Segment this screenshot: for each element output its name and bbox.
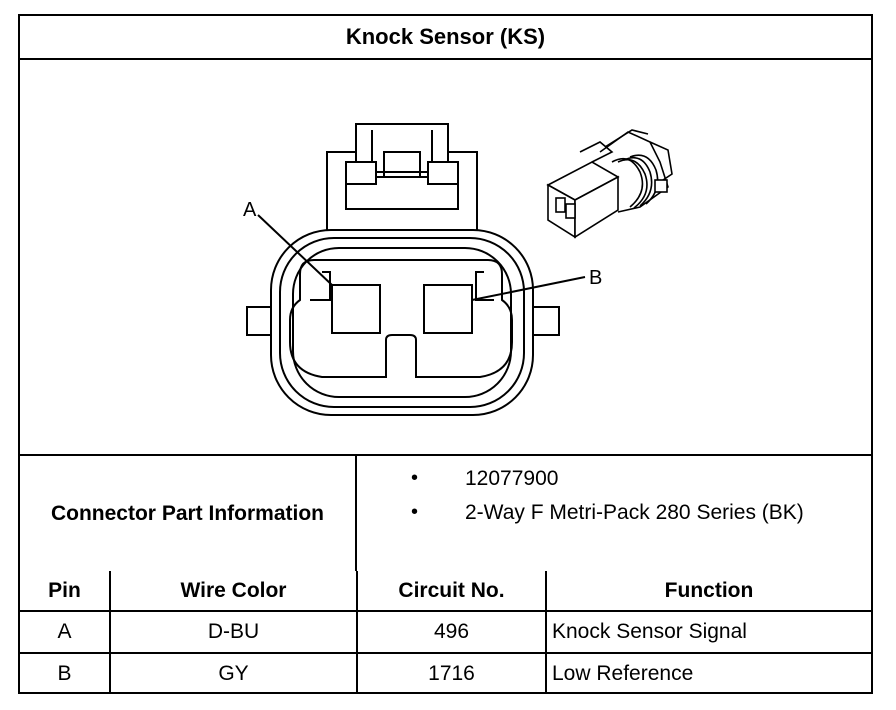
table-row: A D-BU 496 Knock Sensor Signal	[20, 610, 871, 654]
cell-pin: A	[20, 610, 111, 654]
connector-part-info: Connector Part Information • 12077900 • …	[20, 454, 871, 571]
connector-info-list: • 12077900 • 2-Way F Metri-Pack 280 Seri…	[357, 456, 871, 571]
table-header-row: Pin Wire Color Circuit No. Function	[20, 571, 871, 612]
connector-3d-view-icon	[546, 129, 673, 239]
bullet-icon: •	[411, 467, 419, 489]
header-function: Function	[545, 571, 871, 612]
header-circuit-no: Circuit No.	[356, 571, 547, 612]
cell-circuit-no: 496	[356, 610, 547, 654]
cell-function: Low Reference	[545, 652, 871, 694]
connector-sheet: Knock Sensor (KS)	[18, 14, 873, 694]
connector-description: 2-Way F Metri-Pack 280 Series (BK)	[465, 501, 804, 524]
connector-diagram: A B	[20, 60, 871, 454]
cell-function: Knock Sensor Signal	[545, 610, 871, 654]
header-pin: Pin	[20, 571, 111, 612]
cell-wire-color: GY	[109, 652, 358, 694]
header-wire-color: Wire Color	[109, 571, 358, 612]
connector-face-drawing-icon	[246, 123, 586, 416]
connector-diagram-svg: A B	[243, 123, 673, 416]
cell-wire-color: D-BU	[109, 610, 358, 654]
pin-a-label: A	[243, 199, 257, 221]
bullet-icon: •	[411, 501, 419, 523]
pin-table: Pin Wire Color Circuit No. Function A D-…	[20, 571, 871, 694]
cell-circuit-no: 1716	[356, 652, 547, 694]
connector-info-label: Connector Part Information	[20, 456, 357, 571]
table-row: B GY 1716 Low Reference	[20, 652, 871, 694]
pin-b-label: B	[589, 267, 602, 289]
sheet-title: Knock Sensor (KS)	[20, 16, 871, 60]
part-number: 12077900	[465, 467, 559, 490]
cell-pin: B	[20, 652, 111, 694]
